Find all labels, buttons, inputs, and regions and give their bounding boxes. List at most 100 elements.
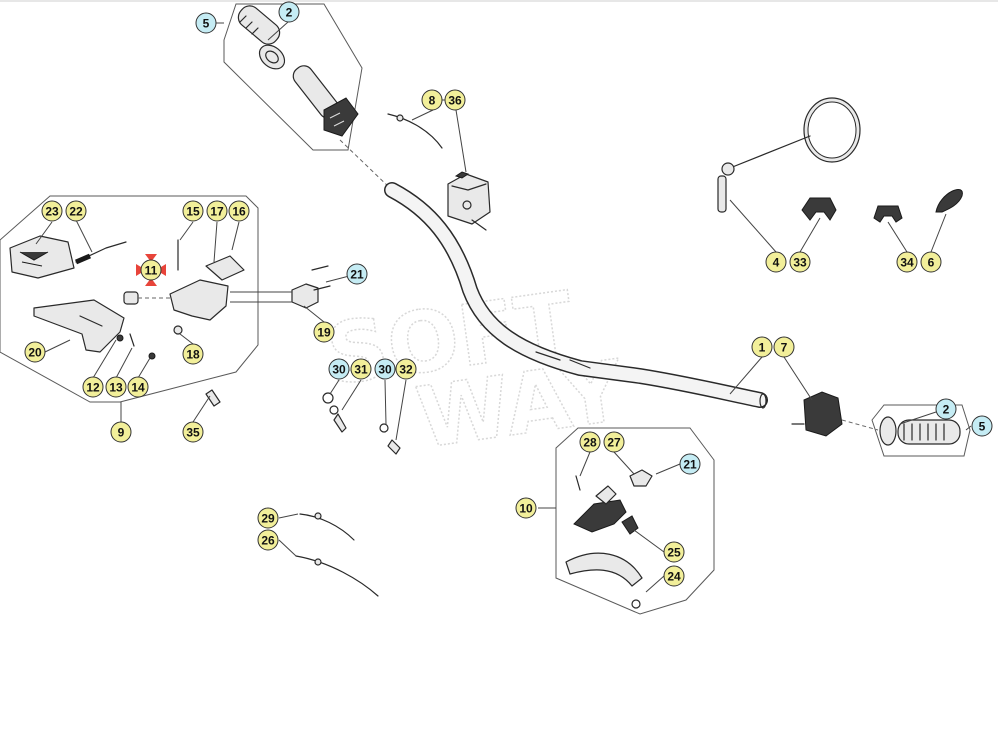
callout-label: 16 bbox=[232, 205, 246, 219]
callout-bubble bbox=[765, 251, 787, 273]
callout-29[interactable]: 29 bbox=[257, 507, 279, 529]
callout-bubble bbox=[421, 89, 443, 111]
callout-bubble bbox=[603, 431, 625, 453]
bracket-clamp-19[interactable] bbox=[230, 265, 331, 309]
clutch-lever-group[interactable] bbox=[555, 427, 715, 615]
right-grip-group[interactable] bbox=[871, 404, 971, 457]
callout-1[interactable]: 1 bbox=[751, 336, 773, 358]
callout-bubble bbox=[65, 200, 87, 222]
callout-bubble bbox=[182, 421, 204, 443]
callout-36[interactable]: 36 bbox=[444, 89, 466, 111]
callout-2[interactable]: 2 bbox=[935, 398, 957, 420]
callout-9[interactable]: 9 bbox=[110, 421, 132, 443]
callout-4[interactable]: 4 bbox=[765, 251, 787, 273]
callout-bubble bbox=[663, 541, 685, 563]
callout-16[interactable]: 16 bbox=[228, 200, 250, 222]
callout-label: 12 bbox=[86, 381, 100, 395]
callout-7[interactable]: 7 bbox=[773, 336, 795, 358]
cable-26[interactable] bbox=[295, 555, 379, 597]
callout-32[interactable]: 32 bbox=[395, 358, 417, 380]
callout-label: 2 bbox=[286, 6, 293, 20]
callout-label: 21 bbox=[683, 458, 697, 472]
callout-22[interactable]: 22 bbox=[65, 200, 87, 222]
callout-bubble bbox=[395, 358, 417, 380]
callout-33[interactable]: 33 bbox=[789, 251, 811, 273]
callout-12[interactable]: 12 bbox=[82, 376, 104, 398]
callout-10[interactable]: 10 bbox=[515, 497, 537, 519]
callout-label: 10 bbox=[519, 502, 533, 516]
callout-bubble bbox=[182, 200, 204, 222]
callout-label: 17 bbox=[210, 205, 224, 219]
callout-bubble bbox=[444, 89, 466, 111]
callout-21[interactable]: 21 bbox=[346, 263, 368, 285]
callout-24[interactable]: 24 bbox=[663, 565, 685, 587]
callout-34[interactable]: 34 bbox=[896, 251, 918, 273]
cable-tie-6[interactable] bbox=[935, 189, 963, 213]
callout-label: 7 bbox=[781, 341, 788, 355]
callout-label: 14 bbox=[131, 381, 145, 395]
mirror[interactable] bbox=[717, 97, 861, 213]
callout-label: 36 bbox=[448, 94, 462, 108]
callout-bubble bbox=[41, 200, 63, 222]
callout-label: 20 bbox=[28, 346, 42, 360]
callout-label: 27 bbox=[607, 436, 621, 450]
callout-bubble bbox=[789, 251, 811, 273]
callout-label: 32 bbox=[399, 363, 413, 377]
right-switch-housing[interactable] bbox=[791, 391, 843, 437]
clip-33[interactable] bbox=[801, 197, 837, 221]
callout-13[interactable]: 13 bbox=[105, 376, 127, 398]
callout-bubble bbox=[182, 343, 204, 365]
callout-label: 4 bbox=[773, 256, 780, 270]
fittings-30-32[interactable] bbox=[322, 392, 401, 455]
callout-20[interactable]: 20 bbox=[24, 341, 46, 363]
screw-35[interactable] bbox=[205, 389, 221, 407]
callout-label: 19 bbox=[317, 326, 331, 340]
callout-8[interactable]: 8 bbox=[421, 89, 443, 111]
callout-bubble bbox=[257, 507, 279, 529]
callout-bubble bbox=[82, 376, 104, 398]
cable-29[interactable] bbox=[299, 512, 355, 541]
callout-bubble bbox=[663, 565, 685, 587]
callout-35[interactable]: 35 bbox=[182, 421, 204, 443]
callout-18[interactable]: 18 bbox=[182, 343, 204, 365]
callout-label: 6 bbox=[928, 256, 935, 270]
callout-6[interactable]: 6 bbox=[920, 251, 942, 273]
callout-bubble bbox=[328, 358, 350, 380]
callout-31[interactable]: 31 bbox=[350, 358, 372, 380]
callout-27[interactable]: 27 bbox=[603, 431, 625, 453]
callout-label: 2 bbox=[943, 403, 950, 417]
callout-25[interactable]: 25 bbox=[663, 541, 685, 563]
callout-30[interactable]: 30 bbox=[374, 358, 396, 380]
callout-28[interactable]: 28 bbox=[579, 431, 601, 453]
callout-17[interactable]: 17 bbox=[206, 200, 228, 222]
callout-5[interactable]: 5 bbox=[195, 12, 217, 34]
callout-label: 31 bbox=[354, 363, 368, 377]
callout-11[interactable]: 11 bbox=[140, 259, 162, 281]
callout-14[interactable]: 14 bbox=[127, 376, 149, 398]
callout-bubble bbox=[195, 12, 217, 34]
throttle-housing[interactable] bbox=[447, 171, 491, 231]
callout-15[interactable]: 15 bbox=[182, 200, 204, 222]
brake-lever-group[interactable] bbox=[0, 195, 259, 403]
callout-label: 5 bbox=[979, 420, 986, 434]
throttle-cable[interactable] bbox=[387, 113, 443, 149]
throttle-grip-group[interactable] bbox=[223, 2, 363, 151]
callout-23[interactable]: 23 bbox=[41, 200, 63, 222]
callout-21[interactable]: 21 bbox=[679, 453, 701, 475]
callout-label: 28 bbox=[583, 436, 597, 450]
callout-2[interactable]: 2 bbox=[278, 1, 300, 23]
callout-30[interactable]: 30 bbox=[328, 358, 350, 380]
clip-34[interactable] bbox=[873, 205, 903, 223]
handlebar[interactable] bbox=[384, 182, 768, 409]
callout-label: 30 bbox=[378, 363, 392, 377]
callout-bubble bbox=[346, 263, 368, 285]
callout-bubble bbox=[679, 453, 701, 475]
callout-bubble bbox=[278, 1, 300, 23]
callout-bubble bbox=[110, 421, 132, 443]
callout-26[interactable]: 26 bbox=[257, 529, 279, 551]
callout-label: 22 bbox=[69, 205, 83, 219]
callout-5[interactable]: 5 bbox=[971, 415, 993, 437]
callout-label: 13 bbox=[109, 381, 123, 395]
callout-19[interactable]: 19 bbox=[313, 321, 335, 343]
callout-bubble bbox=[515, 497, 537, 519]
